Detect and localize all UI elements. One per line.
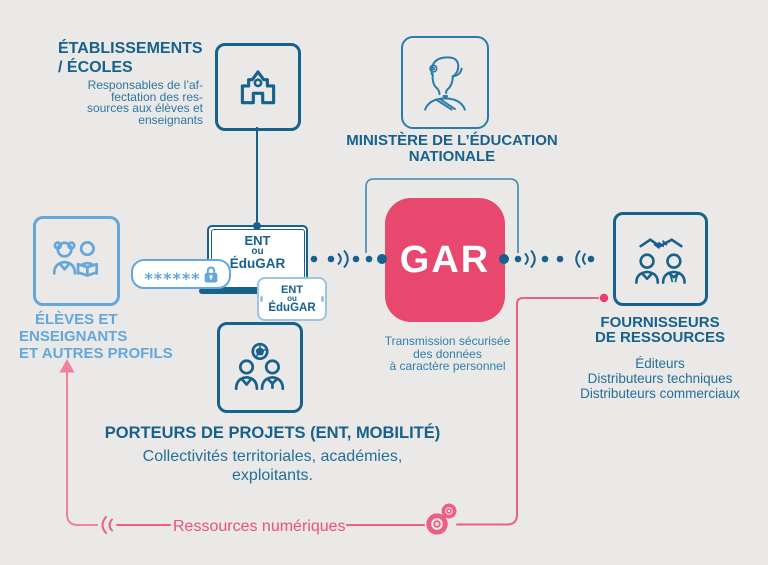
- gar-label: GAR: [399, 238, 491, 281]
- etablissements-desc-line3: sources aux élèves et: [86, 101, 203, 115]
- porteurs-description: Collectivités territoriales, académies, …: [70, 447, 475, 485]
- porteurs-desc-line1: Collectivités territoriales, académies,: [142, 448, 403, 465]
- gar-caption-line3: à caractère personnel: [389, 359, 506, 373]
- school-box: [215, 43, 301, 131]
- etablissements-title-line2: / ÉCOLES: [58, 59, 133, 76]
- password-field: ******: [131, 259, 231, 289]
- signal-waves-icon: [101, 516, 107, 534]
- laptop-gar-dotted-link: [310, 249, 387, 269]
- fournisseurs-list: Éditeurs Distributeurs techniques Distri…: [550, 356, 768, 401]
- password-asterisks: ******: [144, 268, 201, 288]
- gears-icon: [426, 503, 457, 535]
- school-laptop-connector: [253, 127, 261, 230]
- etablissements-desc-line2: fectation des res-: [110, 89, 203, 104]
- marianne-icon: [424, 55, 466, 111]
- etablissements-description: Responsables de l’af- fectation des res-…: [58, 78, 203, 127]
- phone-ent-line3: ÉduGAR: [268, 301, 316, 314]
- laptop-ent-line2: ou: [251, 245, 264, 257]
- fournisseurs-title: FOURNISSEURS DE RESSOURCES: [580, 315, 740, 345]
- ressources-numeriques-label: Ressources numériques: [173, 518, 346, 535]
- ministere-title-line1: MINISTÈRE DE L’ÉDUCATION: [346, 132, 558, 149]
- providers-handshake-icon: [634, 238, 686, 284]
- eleves-box: [33, 216, 120, 306]
- ministere-box: [401, 36, 489, 129]
- signal-waves-icon: [337, 252, 342, 266]
- porteurs-title: PORTEURS DE PROJETS (ENT, MOBILITÉ): [104, 424, 441, 442]
- laptop-base: [199, 288, 312, 294]
- project-holders-icon: [234, 342, 285, 390]
- gar-box: GAR: [385, 198, 505, 322]
- phone-ent-line1: ENT: [281, 283, 303, 296]
- laptop-ent-line3: ÉduGAR: [229, 255, 286, 271]
- gar-caption-line1: Transmission sécurisée: [384, 334, 511, 348]
- phone-button-left: [260, 296, 263, 302]
- porteurs-box: [217, 322, 303, 413]
- laptop-ent-line1: ENT: [244, 232, 271, 248]
- fournisseurs-item-editeurs: Éditeurs: [635, 356, 685, 371]
- phone: ENT ou ÉduGAR: [257, 277, 327, 321]
- ministere-title: MINISTÈRE DE L’ÉDUCATION NATIONALE: [332, 133, 572, 164]
- fournisseurs-title-line2: DE RESSOURCES: [594, 329, 726, 346]
- eleves-title-line1: ÉLÈVES ET: [35, 311, 118, 328]
- gar-caption: Transmission sécurisée des données à car…: [375, 335, 520, 373]
- fournisseurs-item-distributeurs-commerciaux: Distributeurs commerciaux: [580, 386, 740, 401]
- fournisseurs-item-distributeurs-techniques: Distributeurs techniques: [587, 371, 733, 386]
- etablissements-desc-line4: enseignants: [138, 112, 203, 127]
- etablissements-title: ÉTABLISSEMENTS / ÉCOLES: [58, 39, 203, 77]
- lock-icon: [204, 266, 217, 282]
- signal-waves-icon: [524, 252, 529, 266]
- fournisseurs-title-line1: FOURNISSEURS: [600, 314, 720, 331]
- ministere-title-line2: NATIONALE: [408, 147, 496, 165]
- porteurs-desc-line2: exploitants.: [232, 467, 313, 484]
- school-icon: [240, 70, 276, 105]
- eleves-title-line2: ENSEIGNANTS: [19, 328, 128, 345]
- etablissements-desc-line1: Responsables de l’af-: [87, 78, 203, 92]
- gar-fournisseurs-dotted-link: [499, 249, 595, 269]
- phone-ent-line2: ou: [287, 293, 297, 303]
- students-teachers-icon: [52, 241, 98, 277]
- fournisseurs-box: [613, 212, 708, 306]
- handshake-icon: [638, 238, 652, 248]
- eleves-title-line3: ET AUTRES PROFILS: [19, 345, 173, 362]
- ressources-path: [59, 293, 609, 535]
- etablissements-title-line1: ÉTABLISSEMENTS: [58, 40, 203, 57]
- path-end-dot: [599, 293, 609, 303]
- phone-button-right: [321, 296, 324, 302]
